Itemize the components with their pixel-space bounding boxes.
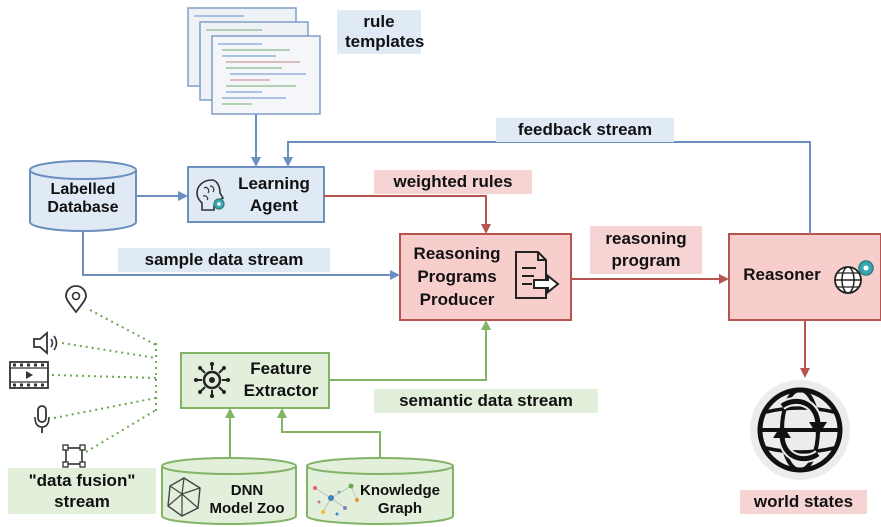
feature-extractor-label: Feature Extractor <box>243 359 319 400</box>
selection-box-icon <box>62 444 86 468</box>
brain-gear-icon <box>196 179 225 211</box>
reasoning-programs-producer-label: Reasoning Programs Producer <box>413 244 501 309</box>
learning-agent-label: Learning Agent <box>238 174 310 215</box>
dnn-model-zoo-label: DNN Model Zoo <box>209 482 285 517</box>
rule-templates-label: rule templates <box>337 10 424 54</box>
reasoner-label: Reasoner <box>743 265 821 284</box>
labelled-database-label: Labelled Database <box>47 181 119 216</box>
rule-templates-documents <box>187 7 321 115</box>
speaker-icon <box>33 331 58 355</box>
sample-data-stream-label: sample data stream <box>118 248 330 272</box>
reasoning-program-label: reasoning program <box>590 226 702 274</box>
learning-agent-box <box>187 166 325 223</box>
knowledge-graph-cylinder <box>306 457 454 525</box>
polyhedron-icon <box>167 477 201 517</box>
document-arrow-icon <box>515 251 560 299</box>
location-pin-icon <box>65 285 87 314</box>
feedback-stream-label: feedback stream <box>496 118 674 142</box>
world-states-label: world states <box>740 490 867 514</box>
semantic-data-stream-label: semantic data stream <box>374 389 598 413</box>
microphone-icon <box>34 405 50 433</box>
weighted-rules-label: weighted rules <box>374 170 532 194</box>
world-arrows-icon <box>750 380 850 480</box>
knowledge-graph-label: Knowledge Graph <box>359 482 440 517</box>
data-fusion-stream-label: "data fusion" stream <box>8 468 156 514</box>
feature-extractor-box <box>180 352 330 409</box>
film-icon <box>9 361 49 389</box>
sensor-dotted-lines <box>51 309 157 453</box>
scatter-graph-icon <box>313 483 359 516</box>
arrows <box>82 114 811 458</box>
network-node-icon <box>194 362 230 398</box>
labelled-database-cylinder <box>29 160 137 232</box>
reasoning-programs-producer-box <box>399 233 572 321</box>
globe-gear-icon <box>834 260 874 294</box>
